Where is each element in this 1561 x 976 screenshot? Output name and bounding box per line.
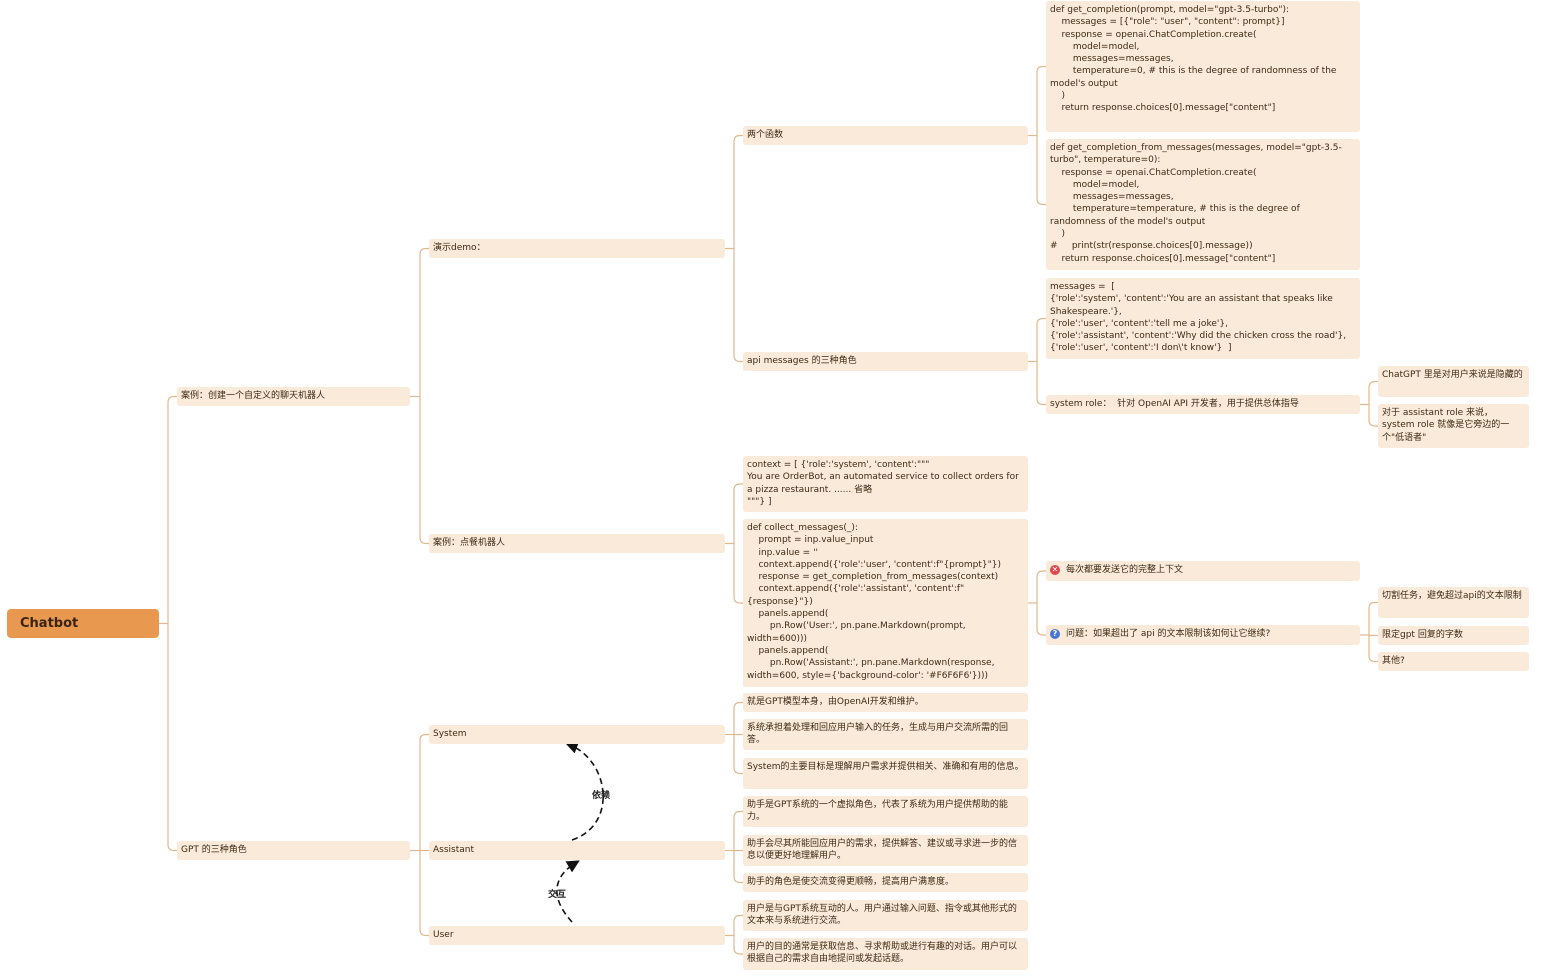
context-code-node[interactable]: context = [ {'role':'system', 'content':… bbox=[743, 456, 1028, 512]
messages-code-text: messages = [ {'role':'system', 'content'… bbox=[1050, 282, 1347, 354]
question-node[interactable]: ? 问题：如果超出了 api 的文本限制该如何让它继续? bbox=[1046, 625, 1360, 645]
order-bot-label: 案例：点餐机器人 bbox=[433, 538, 506, 548]
api-roles-label: api messages 的三种角色 bbox=[747, 356, 857, 366]
connector-order-bot-node bbox=[725, 483, 743, 604]
code1-text: def get_completion(prompt, model="gpt-3.… bbox=[1050, 5, 1337, 114]
demo-label: 演示demo： bbox=[433, 243, 486, 253]
system-detail-2[interactable]: 系统承担着处理和回应用户输入的任务，生成与用户交流所需的回答。 bbox=[743, 719, 1028, 750]
full-context-node[interactable]: ✕ 每次都要发送它的完整上下文 bbox=[1046, 561, 1360, 581]
connector-question-node bbox=[1360, 601, 1378, 663]
relation-arrow-interacts bbox=[556, 860, 580, 923]
code2-text: def get_completion_from_messages(message… bbox=[1050, 143, 1342, 264]
question-circle-icon: ? bbox=[1050, 629, 1060, 640]
order-bot-node[interactable]: 案例：点餐机器人 bbox=[429, 534, 725, 553]
connector-role-user-node bbox=[725, 914, 743, 955]
assistant-detail-2[interactable]: 助手会尽其所能回应用户的需求，提供解答、建议或寻求进一步的信息以便更好地理解用户… bbox=[743, 835, 1028, 866]
messages-code-node[interactable]: messages = [ {'role':'system', 'content'… bbox=[1046, 278, 1360, 359]
functions-label: 两个函数 bbox=[747, 130, 784, 140]
connector-role-assistant-node bbox=[725, 810, 743, 884]
gpt-roles-node[interactable]: GPT 的三种角色 bbox=[177, 841, 410, 860]
connector-root-node bbox=[159, 395, 177, 852]
demo-node[interactable]: 演示demo： bbox=[429, 239, 725, 258]
connector-gpt-roles-node bbox=[410, 733, 429, 937]
case-node[interactable]: 案例：创建一个自定义的聊天机器人 bbox=[177, 387, 410, 406]
case-label: 案例：创建一个自定义的聊天机器人 bbox=[181, 391, 326, 401]
root-node[interactable]: Chatbot bbox=[7, 609, 159, 638]
role-user-node[interactable]: User bbox=[429, 926, 725, 945]
assistant-detail-3[interactable]: 助手的角色是使交流变得更顺畅，提高用户满意度。 bbox=[743, 873, 1028, 892]
role-assistant-label: Assistant bbox=[433, 845, 475, 855]
answer-3[interactable]: 其他? bbox=[1378, 652, 1529, 671]
assistant-detail-1[interactable]: 助手是GPT系统的一个虚拟角色，代表了系统为用户提供帮助的能力。 bbox=[743, 796, 1028, 827]
connector-case-node bbox=[410, 247, 429, 545]
code1-node[interactable]: def get_completion(prompt, model="gpt-3.… bbox=[1046, 1, 1360, 132]
connector-collect-code-node bbox=[1028, 570, 1046, 636]
role-system-label: System bbox=[433, 729, 467, 739]
role-user-label: User bbox=[433, 930, 454, 940]
system-role-label: system role： 针对 OpenAI API 开发者，用于提供总体指导 bbox=[1050, 399, 1299, 409]
x-circle-icon: ✕ bbox=[1050, 565, 1060, 576]
connector-functions-node bbox=[1028, 65, 1046, 206]
question-label: 问题：如果超出了 api 的文本限制该如何让它继续? bbox=[1066, 629, 1271, 639]
system-detail-3[interactable]: System的主要目标是理解用户需求并提供相关、准确和有用的信息。 bbox=[743, 758, 1028, 789]
api-roles-node[interactable]: api messages 的三种角色 bbox=[743, 352, 1028, 371]
full-context-label: 每次都要发送它的完整上下文 bbox=[1066, 565, 1184, 575]
gpt-roles-label: GPT 的三种角色 bbox=[181, 845, 247, 855]
answer-2[interactable]: 限定gpt 回复的字数 bbox=[1378, 626, 1529, 645]
relation-label-interacts: 交互 bbox=[548, 890, 567, 900]
connector-system-role-node bbox=[1360, 380, 1378, 427]
connector-role-system-node bbox=[725, 701, 743, 775]
functions-node[interactable]: 两个函数 bbox=[743, 126, 1028, 145]
system-detail-1[interactable]: 就是GPT模型本身，由OpenAI开发和维护。 bbox=[743, 693, 1028, 712]
user-detail-1[interactable]: 用户是与GPT系统互动的人。用户通过输入问题、指令或其他形式的文本来与系统进行交… bbox=[743, 900, 1028, 931]
relation-arrow-depends bbox=[565, 741, 604, 841]
relation-label-depends: 依赖 bbox=[592, 791, 611, 801]
role-system-node[interactable]: System bbox=[429, 725, 725, 744]
user-detail-2[interactable]: 用户的目的通常是获取信息、寻求帮助或进行有趣的对话。用户可以根据自己的需求自由地… bbox=[743, 938, 1028, 970]
root-label: Chatbot bbox=[20, 616, 79, 631]
collect-code-node[interactable]: def collect_messages(_): prompt = inp.va… bbox=[743, 519, 1028, 687]
system-role-note-1[interactable]: ChatGPT 里是对用户来说是隐藏的 bbox=[1378, 366, 1529, 397]
answer-1[interactable]: 切割任务，避免超过api的文本限制 bbox=[1378, 587, 1529, 618]
context-code-text: context = [ {'role':'system', 'content':… bbox=[747, 460, 1019, 507]
role-assistant-node[interactable]: Assistant bbox=[429, 841, 725, 860]
collect-code-text: def collect_messages(_): prompt = inp.va… bbox=[747, 523, 1002, 681]
system-role-note-2[interactable]: 对于 assistant role 来说，system role 就像是它旁边的… bbox=[1378, 404, 1529, 448]
connector-api-roles-node bbox=[1028, 317, 1046, 406]
code2-node[interactable]: def get_completion_from_messages(message… bbox=[1046, 139, 1360, 270]
system-role-node[interactable]: system role： 针对 OpenAI API 开发者，用于提供总体指导 bbox=[1046, 395, 1360, 414]
connector-demo-node bbox=[725, 134, 743, 363]
